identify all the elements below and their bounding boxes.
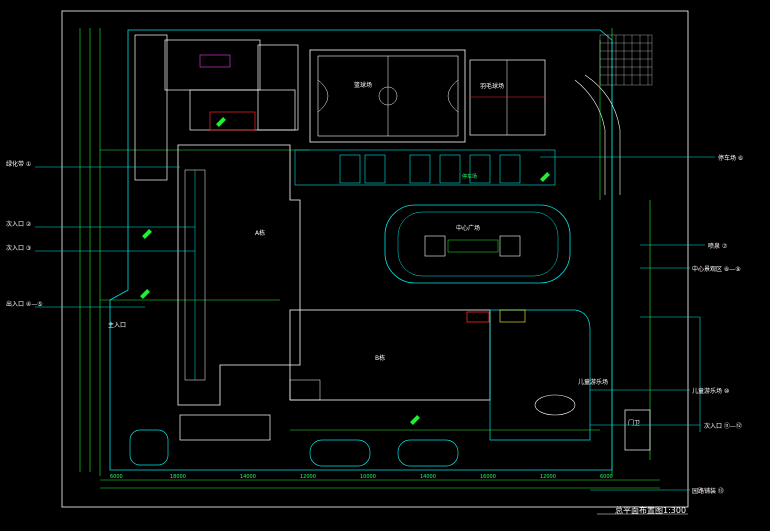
callout-left-3: 次入口 ③ [6, 244, 31, 252]
dim-3: 14000 [240, 474, 256, 480]
drawing-frame [61, 10, 689, 508]
building-a-label: A栋 [255, 229, 265, 237]
playground: 儿童游乐场 [489, 309, 608, 441]
building-b-label: B栋 [375, 354, 385, 362]
basketball-court: 篮球场 [309, 49, 466, 143]
dim-7: 16000 [480, 474, 496, 480]
dim-5: 10000 [360, 474, 376, 480]
callout-right-1: 停车场 ⑥ [718, 154, 743, 162]
callout-right-2: 喷泉 ⑦ [708, 242, 728, 250]
callout-left-2: 次入口 ② [6, 220, 32, 228]
badminton-court-label: 羽毛球场 [480, 82, 504, 90]
callout-right-4: 儿童游乐场 ⑩ [692, 387, 729, 395]
callout-left-1: 绿化带 ① [6, 160, 31, 168]
dim-6: 14000 [420, 474, 436, 480]
dim-1: 6000 [110, 474, 123, 480]
dim-9: 6000 [600, 474, 613, 480]
basketball-court-label: 篮球场 [354, 81, 372, 89]
entrance-label: 主入口 [108, 321, 126, 329]
callout-right-5: 次入口 ⑪—⑫ [704, 422, 742, 430]
left-callouts [35, 166, 195, 308]
drawing-title: 总平面布置图1:300 [615, 505, 686, 515]
parking-area: 停车场 [294, 149, 556, 186]
callout-right-6: 园路铺装 ⑬ [692, 487, 724, 495]
highlight-marker [466, 311, 490, 323]
right-callouts [540, 156, 715, 491]
callout-left-4: 出入口 ④—⑤ [6, 300, 43, 308]
east-grid-block [599, 34, 653, 86]
dim-8: 12000 [540, 474, 556, 480]
bottom-dimensions: 6000 18000 14000 12000 10000 14000 16000… [110, 474, 613, 480]
plaza-label: 中心广场 [456, 224, 480, 232]
east-road [574, 79, 606, 195]
north-west-buildings [134, 34, 299, 181]
callout-right-3: 中心景观区 ⑧—⑨ [692, 265, 741, 273]
central-plaza: 中心广场 [384, 204, 571, 284]
playground-label: 儿童游乐场 [578, 378, 608, 386]
building-a: A栋 [177, 144, 301, 406]
south-parking-pods [129, 414, 459, 467]
dim-4: 12000 [300, 474, 316, 480]
tree-markers [140, 117, 550, 425]
east-road-inner [584, 74, 621, 195]
guard-house-label: 门卫 [628, 419, 640, 427]
guard-house [624, 409, 651, 451]
dim-2: 18000 [170, 474, 186, 480]
building-b: B栋 [289, 309, 491, 401]
badminton-court: 羽毛球场 [469, 59, 546, 136]
parking-label: 停车场 [462, 173, 477, 180]
site-boundary [109, 29, 613, 471]
